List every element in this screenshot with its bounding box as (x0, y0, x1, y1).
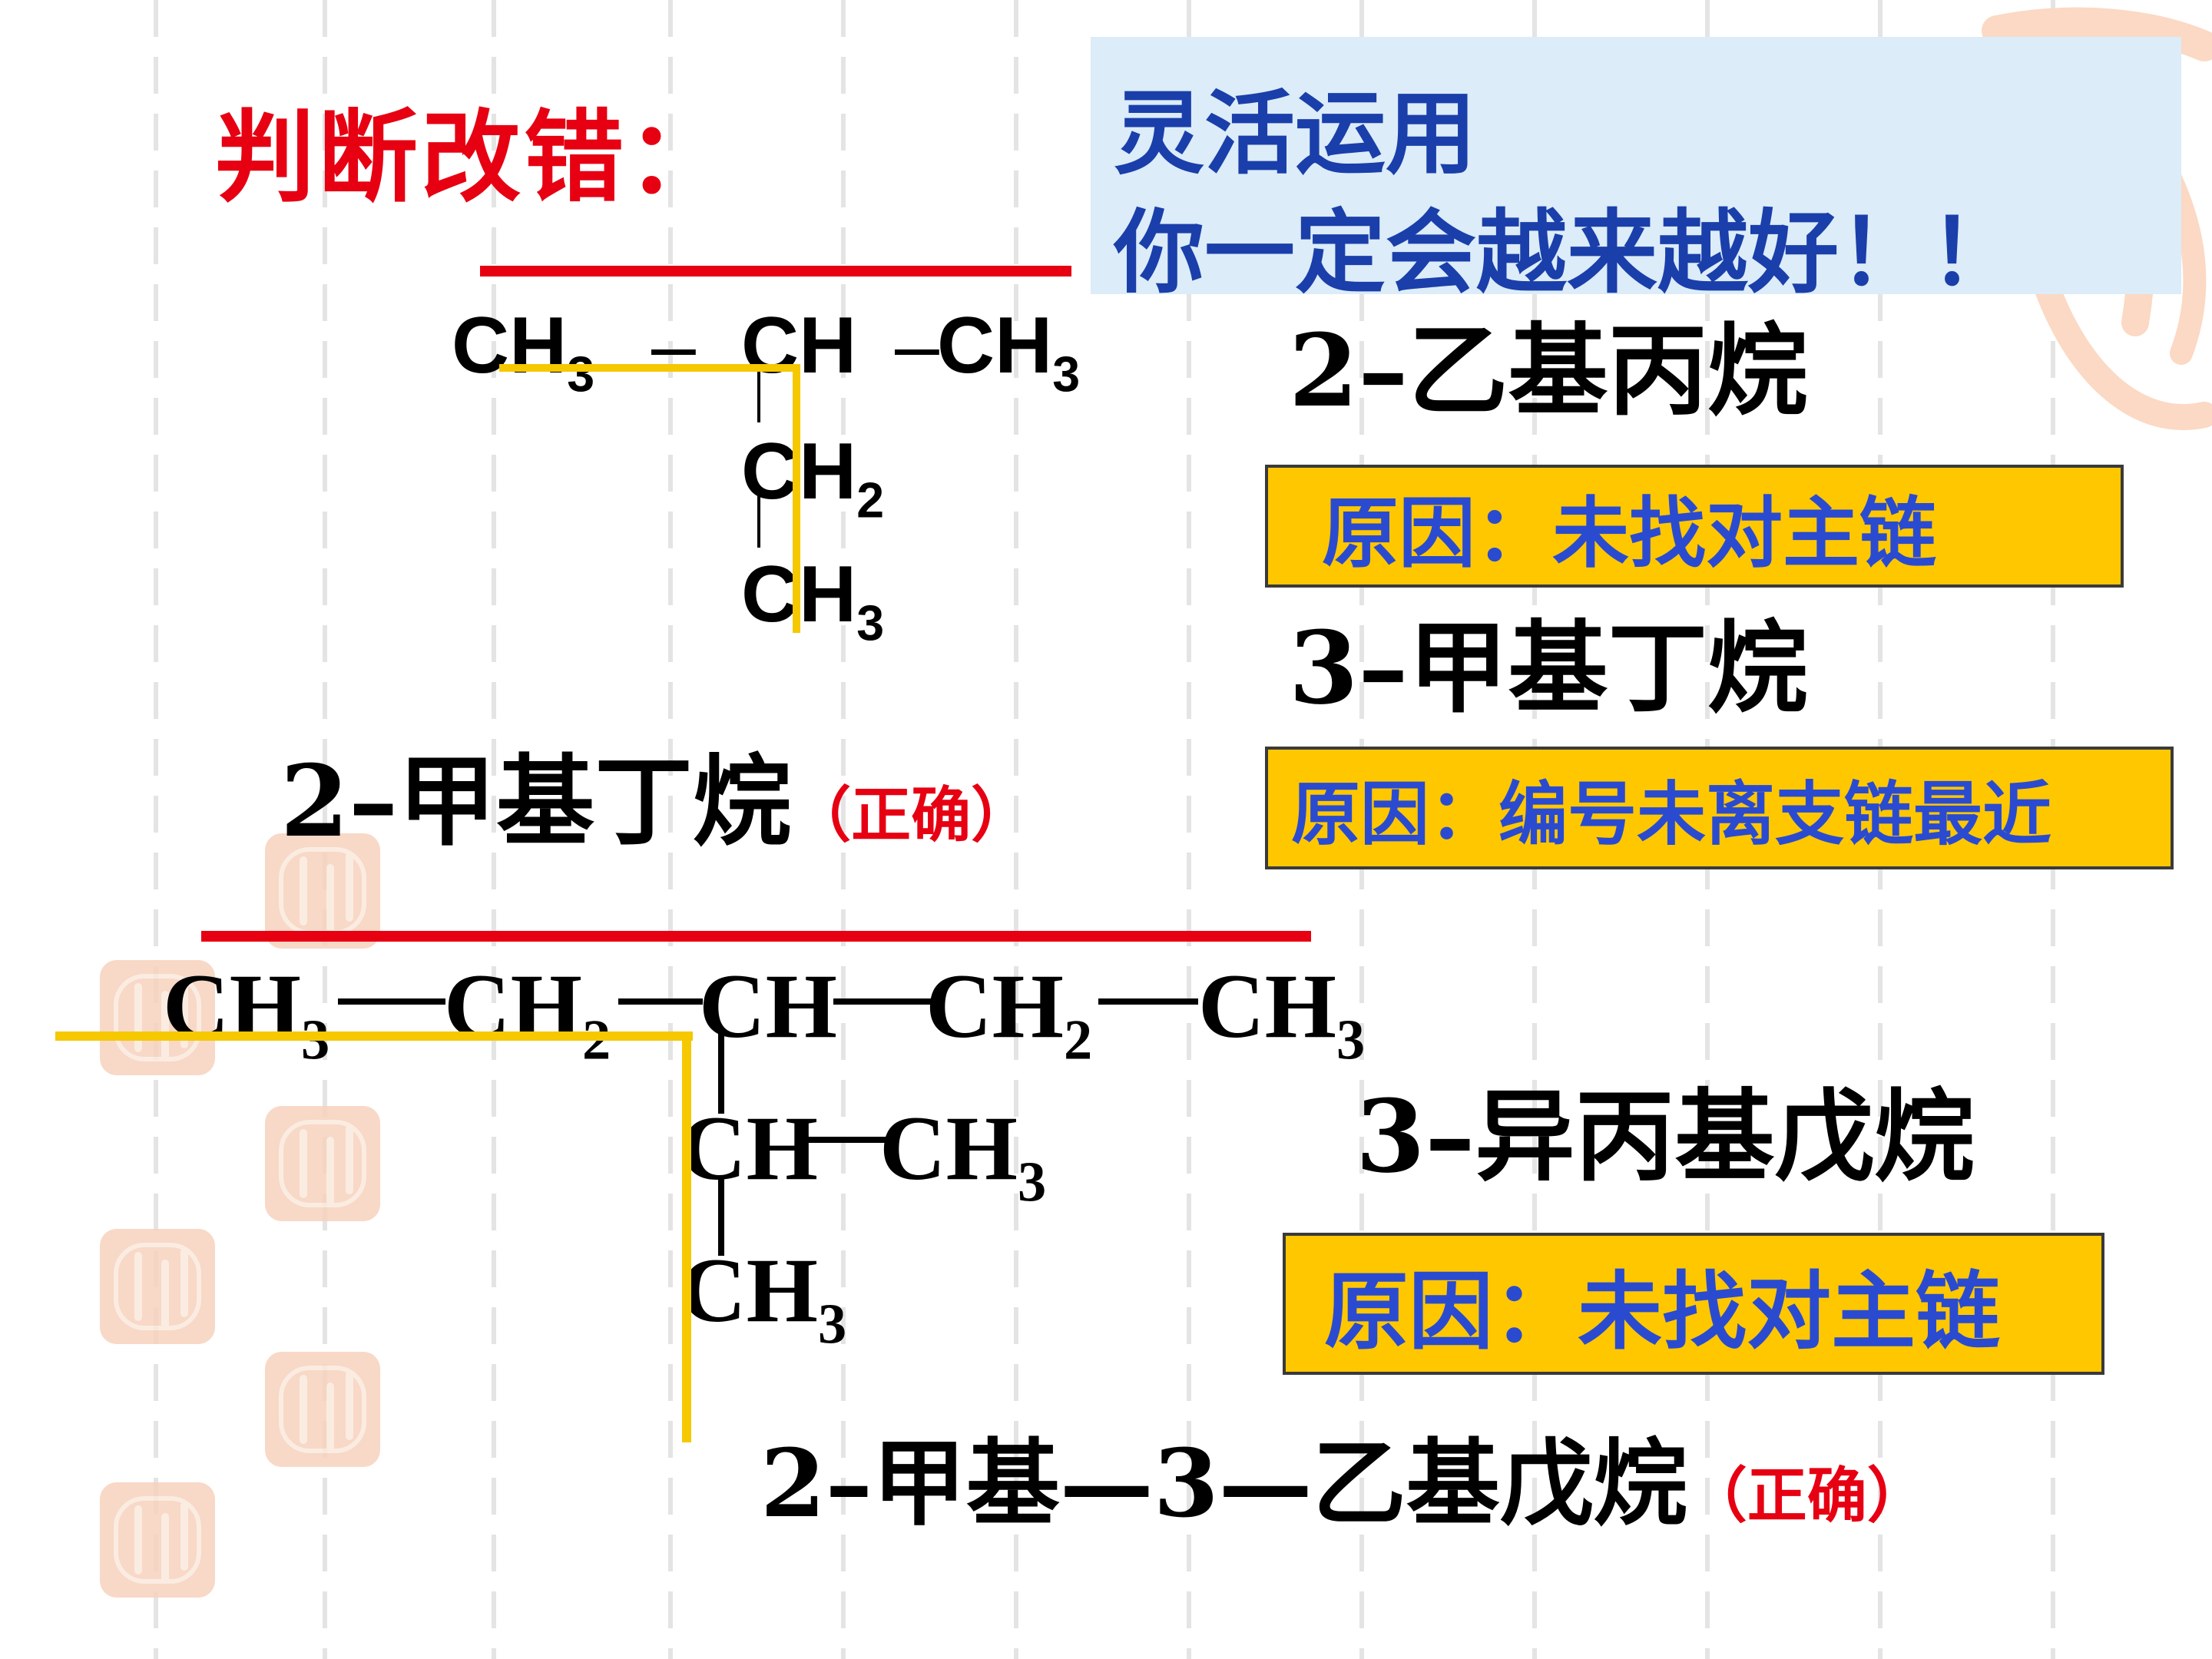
p2-chain-highlight-horizontal (55, 1031, 693, 1041)
p1-bond-vertical-2 (757, 495, 760, 548)
p2-bond-2 (618, 998, 703, 1005)
p1-reason-2: 原因：编号未离支链最近 (1265, 747, 2174, 869)
seal-decoration (100, 1482, 215, 1598)
p1-branch-1: CH2 (741, 432, 885, 528)
p1-main-right: CH3 (937, 301, 1081, 402)
p2-bond-vertical-2 (718, 1175, 724, 1256)
p2-carbon-4: CH2 (926, 955, 1093, 1072)
p1-main-left: CH3 (452, 301, 595, 402)
seal-decoration (100, 960, 215, 1075)
encouragement-banner: 灵活运用 你一定会越来越好！！ (1091, 37, 2181, 306)
p2-bond-4 (1098, 998, 1198, 1005)
p2-carbon-2: CH2 (444, 955, 611, 1069)
seal-decoration (265, 1106, 380, 1221)
p2-correct-tag: （正确） (1687, 1462, 1927, 1531)
p2-branch-2: CH3 (680, 1239, 847, 1356)
banner-line-2: 你一定会越来越好！！ (1114, 200, 2021, 306)
p1-wrong-name-1: 2–乙基丙烷 (1289, 312, 1808, 429)
p2-bond-1 (338, 998, 445, 1005)
p2-correct-name: 2–甲基—3—乙基戊烷（正确） (760, 1428, 1927, 1538)
p1-chain-highlight-horizontal (499, 364, 800, 372)
p2-wrong-name: 3–异丙基戊烷 (1356, 1078, 1975, 1195)
page-title: 判断改错： (215, 99, 730, 216)
p1-bond-vertical (757, 369, 760, 422)
p2-branch-1: CH (680, 1097, 818, 1199)
p2-bond-vertical-1 (718, 1029, 724, 1114)
p2-carbon-1: CH3 (163, 955, 329, 1069)
seal-decoration (265, 833, 380, 949)
p1-correct-tag: （正确） (791, 781, 1031, 850)
p2-chain-highlight-vertical (682, 1031, 691, 1442)
p1-dash-2: – (895, 301, 939, 390)
p1-correct-name: 2–甲基丁烷（正确） (280, 744, 1031, 859)
p2-reason: 原因：未找对主链 (1283, 1233, 2104, 1375)
p1-wrong-name-2: 3–甲基丁烷 (1289, 609, 1808, 727)
seal-decoration (100, 1229, 215, 1344)
p2-carbon-5: CH3 (1198, 955, 1366, 1072)
p1-dash-1: – (651, 301, 696, 390)
banner-line-1: 灵活运用 (1114, 81, 1477, 187)
p2-bond-side (799, 1137, 891, 1143)
p2-branch-side: CH3 (879, 1097, 1047, 1214)
p1-reason-1: 原因：未找对主链 (1265, 465, 2124, 588)
main-chain-red-line-2 (201, 931, 1311, 942)
p1-chain-highlight-vertical (793, 364, 800, 633)
p2-bond-3 (833, 998, 933, 1005)
seal-decoration (265, 1352, 380, 1467)
p1-branch-2: CH3 (741, 555, 885, 651)
main-chain-red-line (480, 266, 1071, 276)
